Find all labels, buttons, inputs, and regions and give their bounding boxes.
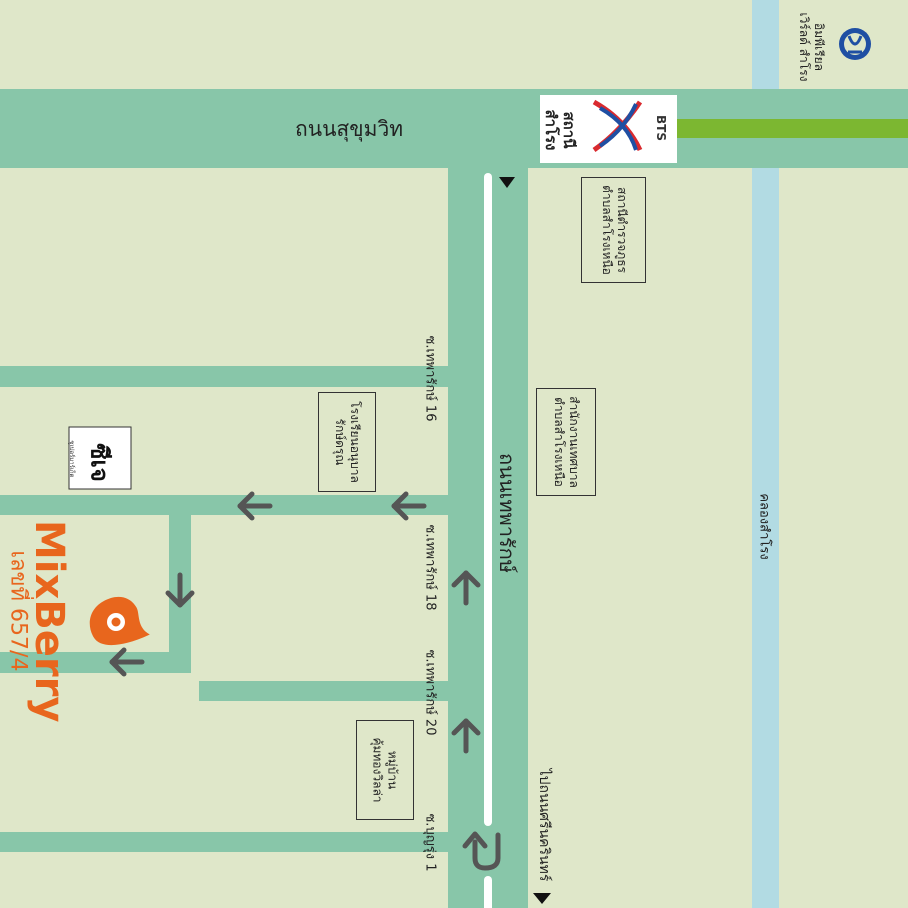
school-line1: โรงเรียนอนุบาล bbox=[348, 401, 362, 483]
location-pin-icon bbox=[89, 596, 150, 646]
bts-line bbox=[677, 119, 908, 138]
supermarket-logo-sub: ซูเปอร์มาร์เก็ต bbox=[68, 440, 75, 478]
road-label-soi-18: ซ.เทพารักษ์ 18 bbox=[422, 524, 438, 611]
road-label-soi-20: ซ.เทพารักษ์ 20 bbox=[422, 649, 438, 736]
road-label-to-srinakarin: ไปถนนศรีนครินทร์ bbox=[536, 768, 552, 882]
up-arrow-icon bbox=[451, 570, 481, 606]
road-soi-20 bbox=[199, 681, 448, 701]
road-soi-18 bbox=[0, 495, 448, 515]
village-line1: หมู่บ้าน bbox=[386, 750, 401, 790]
district-line2: ตำบลสำโรงเหนือ bbox=[552, 397, 567, 487]
direction-triangle-south bbox=[533, 893, 551, 904]
road-soi-16 bbox=[0, 366, 448, 387]
road-label-sukhumvit: ถนนสุขุมวิท bbox=[295, 117, 404, 141]
left-arrow-icon bbox=[237, 491, 273, 521]
direction-triangle-north bbox=[499, 177, 515, 188]
supermarket-logo bbox=[68, 426, 132, 490]
police-station-box: สถานีตำรวจภูธรตำบลสำโรงเหนือ bbox=[581, 177, 646, 283]
imperial-world-logo bbox=[839, 28, 871, 60]
road-soi-18-spur bbox=[0, 652, 191, 673]
district-office-box: สำนักงานเทศบาลตำบลสำโรงเหนือ bbox=[536, 388, 596, 496]
bts-logo-text: BTS bbox=[654, 115, 668, 141]
down-arrow-icon bbox=[165, 572, 195, 608]
school-box: โรงเรียนอนุบาลรักษ์ดรุณ bbox=[318, 392, 376, 492]
supermarket-logo-text: ซีเจ bbox=[85, 443, 114, 482]
imperial-label-line1: อิมพีเรียล bbox=[812, 23, 826, 71]
school-line2: รักษ์ดรุณ bbox=[333, 418, 347, 466]
road-label-soi-16: ซ.เทพารักษ์ 16 bbox=[422, 335, 438, 422]
bts-station-logo bbox=[540, 95, 677, 163]
imperial-label-line2: เวิร์ลด์ สำโรง bbox=[797, 12, 811, 82]
district-line1: สำนักงานเทศบาล bbox=[567, 396, 582, 488]
road-label-thepharak: ถนนเทพารักษ์ bbox=[495, 453, 519, 573]
bts-label-line2: สำโรง bbox=[542, 109, 560, 151]
village-line2: คุ้มทองวิลล่า bbox=[371, 737, 386, 803]
imperial-world-label: อิมพีเรียล เวิร์ลด์ สำโรง bbox=[796, 6, 826, 88]
police-line2: ตำบลสำโรงเหนือ bbox=[599, 185, 614, 275]
left-arrow-icon bbox=[109, 647, 145, 677]
destination-address: เลขที่ 657/4 bbox=[5, 550, 31, 672]
up-arrow-icon bbox=[451, 718, 481, 754]
left-arrow-icon bbox=[391, 491, 427, 521]
u-turn-arrow-icon bbox=[462, 831, 501, 871]
police-line1: สถานีตำรวจภูธร bbox=[614, 187, 629, 273]
road-label-soi-bunrung: ซ.บุญรุ่ง 1 bbox=[422, 813, 438, 872]
bts-station-label: สถานี สำโรง bbox=[542, 100, 578, 160]
road-soi-bunrung bbox=[0, 832, 448, 852]
bts-label-line1: สถานี bbox=[560, 111, 578, 149]
village-box: หมู่บ้านคุ้มทองวิลล่า bbox=[356, 720, 414, 820]
canal-label: คลองสำโรง bbox=[756, 493, 772, 560]
